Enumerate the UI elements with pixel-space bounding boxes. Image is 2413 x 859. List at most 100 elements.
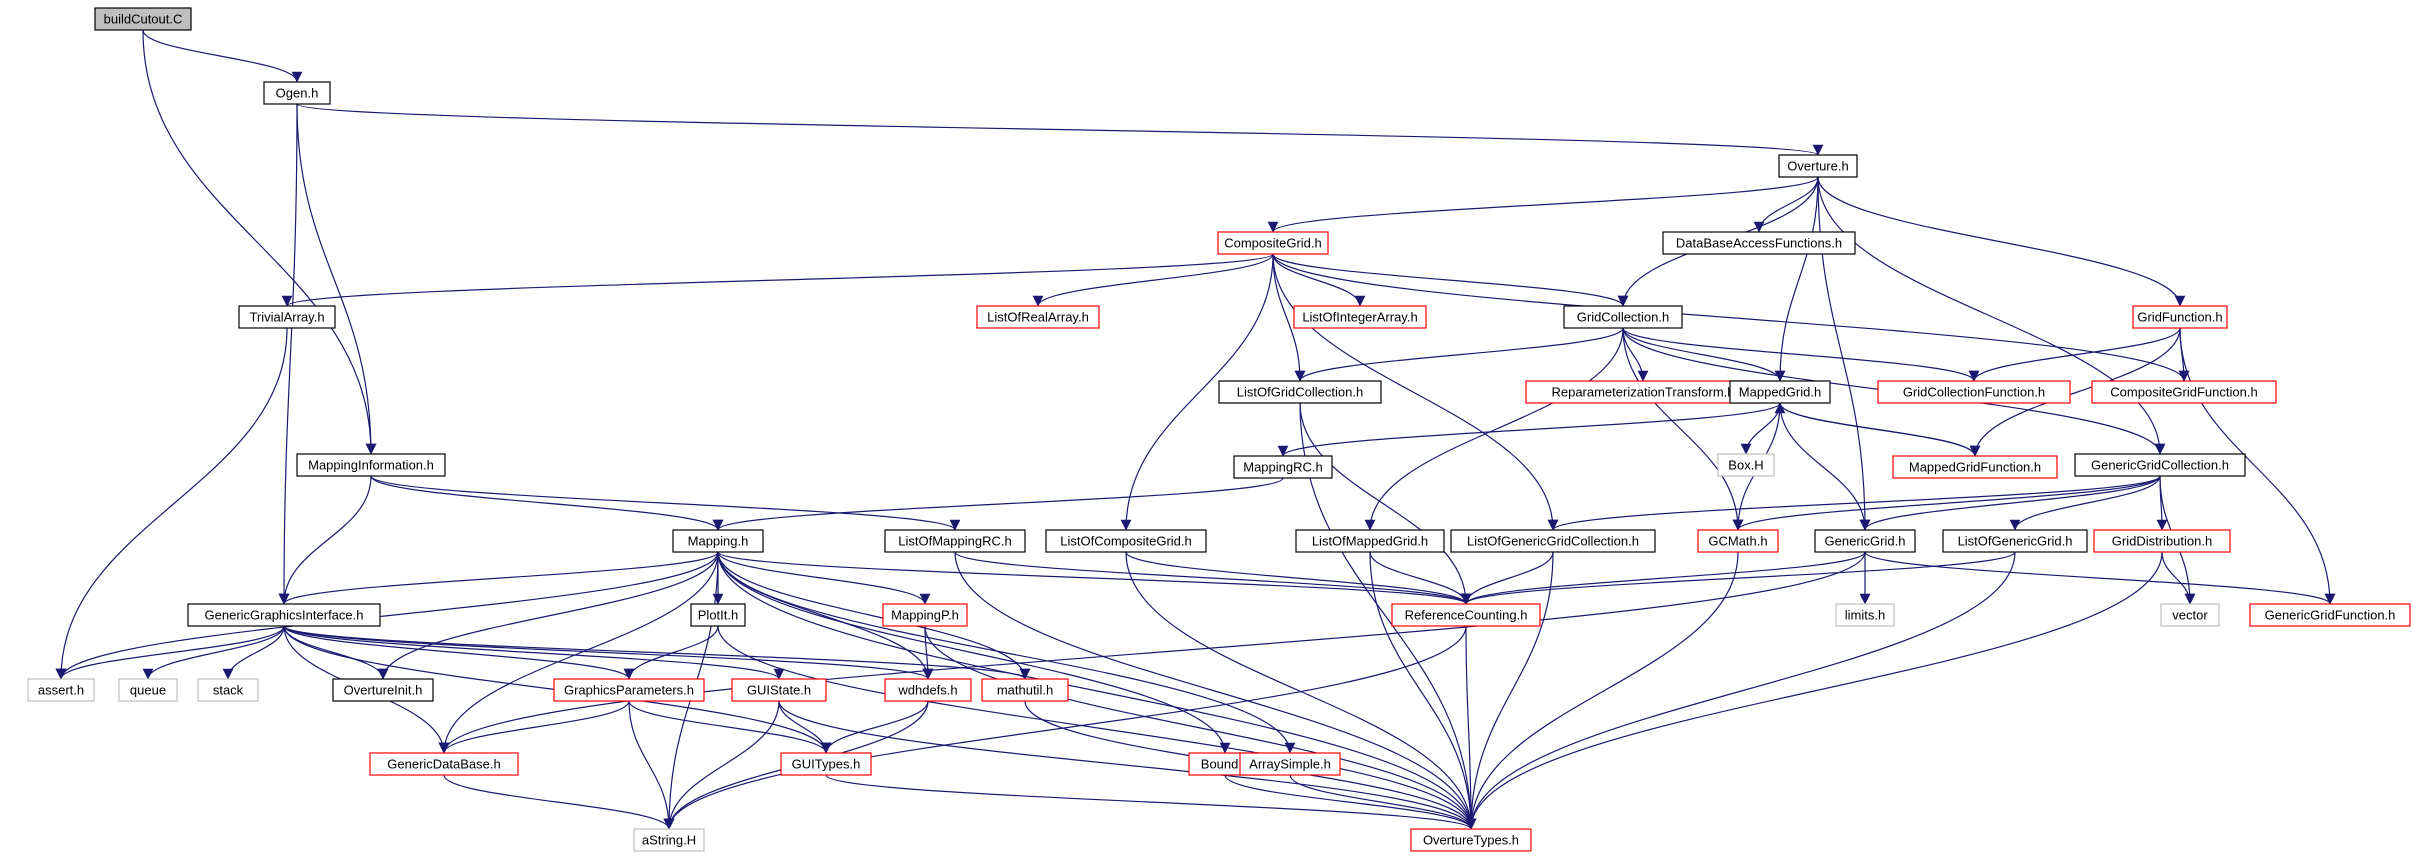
file-node-genericgridfunction[interactable]: GenericGridFunction.h (2249, 603, 2411, 627)
edge-path (663, 625, 1467, 830)
node-box (2160, 603, 2220, 627)
dependency-edge (1969, 327, 2181, 457)
node-label: GUITypes.h (792, 757, 861, 772)
file-node-listofcompositegrid[interactable]: ListOfCompositeGrid.h (1045, 529, 1207, 553)
node-label: TrivialArray.h (249, 310, 324, 325)
dependency-edge (717, 551, 1472, 605)
edge-path (55, 625, 285, 680)
file-node-reparamtransform[interactable]: ReparameterizationTransform.h (1525, 380, 1761, 404)
file-node-limits[interactable]: limits.h (1835, 603, 1895, 627)
dependency-edge (438, 700, 630, 754)
node-box (263, 81, 331, 105)
node-box (1410, 828, 1532, 852)
file-node-mappingrc[interactable]: MappingRC.h (1233, 455, 1333, 479)
node-label: vector (2172, 608, 2208, 623)
node-label: CompositeGrid.h (1224, 236, 1322, 251)
file-node-gridcollection[interactable]: GridCollection.h (1563, 305, 1683, 329)
edge-path (1817, 176, 2166, 455)
dependency-edge (717, 551, 1296, 754)
file-node-vector[interactable]: vector (2160, 603, 2220, 627)
file-node-genericgrid[interactable]: GenericGrid.h (1814, 529, 1916, 553)
file-node-ogen[interactable]: Ogen.h (263, 81, 331, 105)
dependency-edge (1120, 253, 1274, 531)
file-node-graphicsparameters[interactable]: GraphicsParameters.h (553, 678, 705, 702)
dependency-edge (954, 551, 1477, 830)
file-node-queue[interactable]: queue (118, 678, 178, 702)
edge-path (717, 551, 1472, 605)
edge-path (1125, 551, 1477, 830)
dependency-edge (282, 253, 1274, 307)
file-node-listofmappedgrid[interactable]: ListOfMappedGrid.h (1295, 529, 1445, 553)
node-label: ListOfMappingRC.h (898, 534, 1011, 549)
file-node-plotit[interactable]: PlotIt.h (690, 603, 746, 627)
dependency-edge (55, 625, 285, 680)
file-node-databaseaccess[interactable]: DataBaseAccessFunctions.h (1662, 231, 1856, 255)
edge-path (1299, 402, 1472, 605)
file-node-listofgenericgrid[interactable]: ListOfGenericGrid.h (1942, 529, 2088, 553)
file-node-overturetypes[interactable]: OvertureTypes.h (1410, 828, 1532, 852)
file-node-arraysimple[interactable]: ArraySimple.h (1239, 752, 1341, 776)
file-node-mappedgridfunction[interactable]: MappedGridFunction.h (1892, 455, 2058, 479)
edge-path (370, 475, 961, 531)
edge-path (278, 103, 298, 605)
dependency-edge (623, 625, 719, 680)
file-node-listofgenericgridcollection[interactable]: ListOfGenericGridCollection.h (1450, 529, 1656, 553)
edge-path (1465, 551, 2163, 830)
dependency-edge (1224, 774, 1477, 830)
file-node-listofrealarray[interactable]: ListOfRealArray.h (976, 305, 1100, 329)
file-node-gridcollectionfunction[interactable]: GridCollectionFunction.h (1877, 380, 2071, 404)
file-node-guistate[interactable]: GUIState.h (731, 678, 827, 702)
node-label: Overture.h (1787, 159, 1848, 174)
file-node-overtureinit[interactable]: OvertureInit.h (332, 678, 434, 702)
dependency-edge (438, 551, 1866, 754)
file-node-guitypes[interactable]: GUITypes.h (780, 752, 872, 776)
nodes-layer: buildCutout.COgen.hOverture.hCompositeGr… (27, 7, 2411, 852)
dependency-edge (283, 625, 785, 680)
file-node-listofintegerarray[interactable]: ListOfIntegerArray.h (1293, 305, 1427, 329)
node-box (1877, 380, 2071, 404)
node-label: ListOfCompositeGrid.h (1060, 534, 1192, 549)
file-node-gcmath[interactable]: GCMath.h (1697, 529, 1779, 553)
edge-path (1364, 327, 1624, 531)
file-node-griddistribution[interactable]: GridDistribution.h (2093, 529, 2231, 553)
file-node-mappingh[interactable]: Mapping.h (672, 529, 764, 553)
file-node-mathutil[interactable]: mathutil.h (981, 678, 1069, 702)
file-node-compositegridfunction[interactable]: CompositeGridFunction.h (2091, 380, 2277, 404)
file-node-stack[interactable]: stack (197, 678, 259, 702)
file-node-boxh[interactable]: Box.H (1717, 453, 1775, 477)
edge-path (825, 774, 1477, 830)
edge-path (283, 625, 785, 680)
dependency-edge (142, 29, 303, 83)
file-node-genericdatabase[interactable]: GenericDataBase.h (369, 752, 519, 776)
node-box (27, 678, 95, 702)
node-label: stack (213, 683, 244, 698)
file-node-listofgridcollection[interactable]: ListOfGridCollection.h (1218, 380, 1382, 404)
file-node-compositegrid[interactable]: CompositeGrid.h (1217, 231, 1329, 255)
file-node-mappinginformation[interactable]: MappingInformation.h (296, 453, 446, 477)
file-node-mappedgrid[interactable]: MappedGrid.h (1729, 380, 1831, 404)
node-label: Box.H (1728, 458, 1763, 473)
edge-path (1120, 253, 1274, 531)
file-node-gridfunction[interactable]: GridFunction.h (2132, 305, 2228, 329)
edge-path (1732, 475, 2161, 531)
file-node-wdhdefs[interactable]: wdhdefs.h (884, 678, 972, 702)
file-node-genericgraphicsinterface[interactable]: GenericGraphicsInterface.h (187, 603, 381, 627)
file-node-listofmappingrc[interactable]: ListOfMappingRC.h (884, 529, 1026, 553)
edge-path (1465, 551, 2016, 830)
node-box (1045, 529, 1207, 553)
file-node-assert[interactable]: assert.h (27, 678, 95, 702)
edge-path (222, 625, 285, 680)
edge-path (296, 103, 1823, 156)
file-node-genericgridcollection[interactable]: GenericGridCollection.h (2074, 453, 2246, 477)
file-node-trivialarray[interactable]: TrivialArray.h (238, 305, 336, 329)
file-node-mappingp[interactable]: MappingP.h (882, 603, 968, 627)
dependency-edge (717, 551, 1231, 754)
file-node-referencecounting[interactable]: ReferenceCounting.h (1391, 603, 1541, 627)
edge-path (1272, 253, 1559, 531)
file-node-astring[interactable]: aString.H (633, 828, 705, 852)
file-node-overture[interactable]: Overture.h (1778, 154, 1858, 178)
edge-path (717, 551, 1477, 830)
edge-path (663, 700, 780, 830)
edge-path (438, 700, 630, 754)
node-label: queue (130, 683, 166, 698)
